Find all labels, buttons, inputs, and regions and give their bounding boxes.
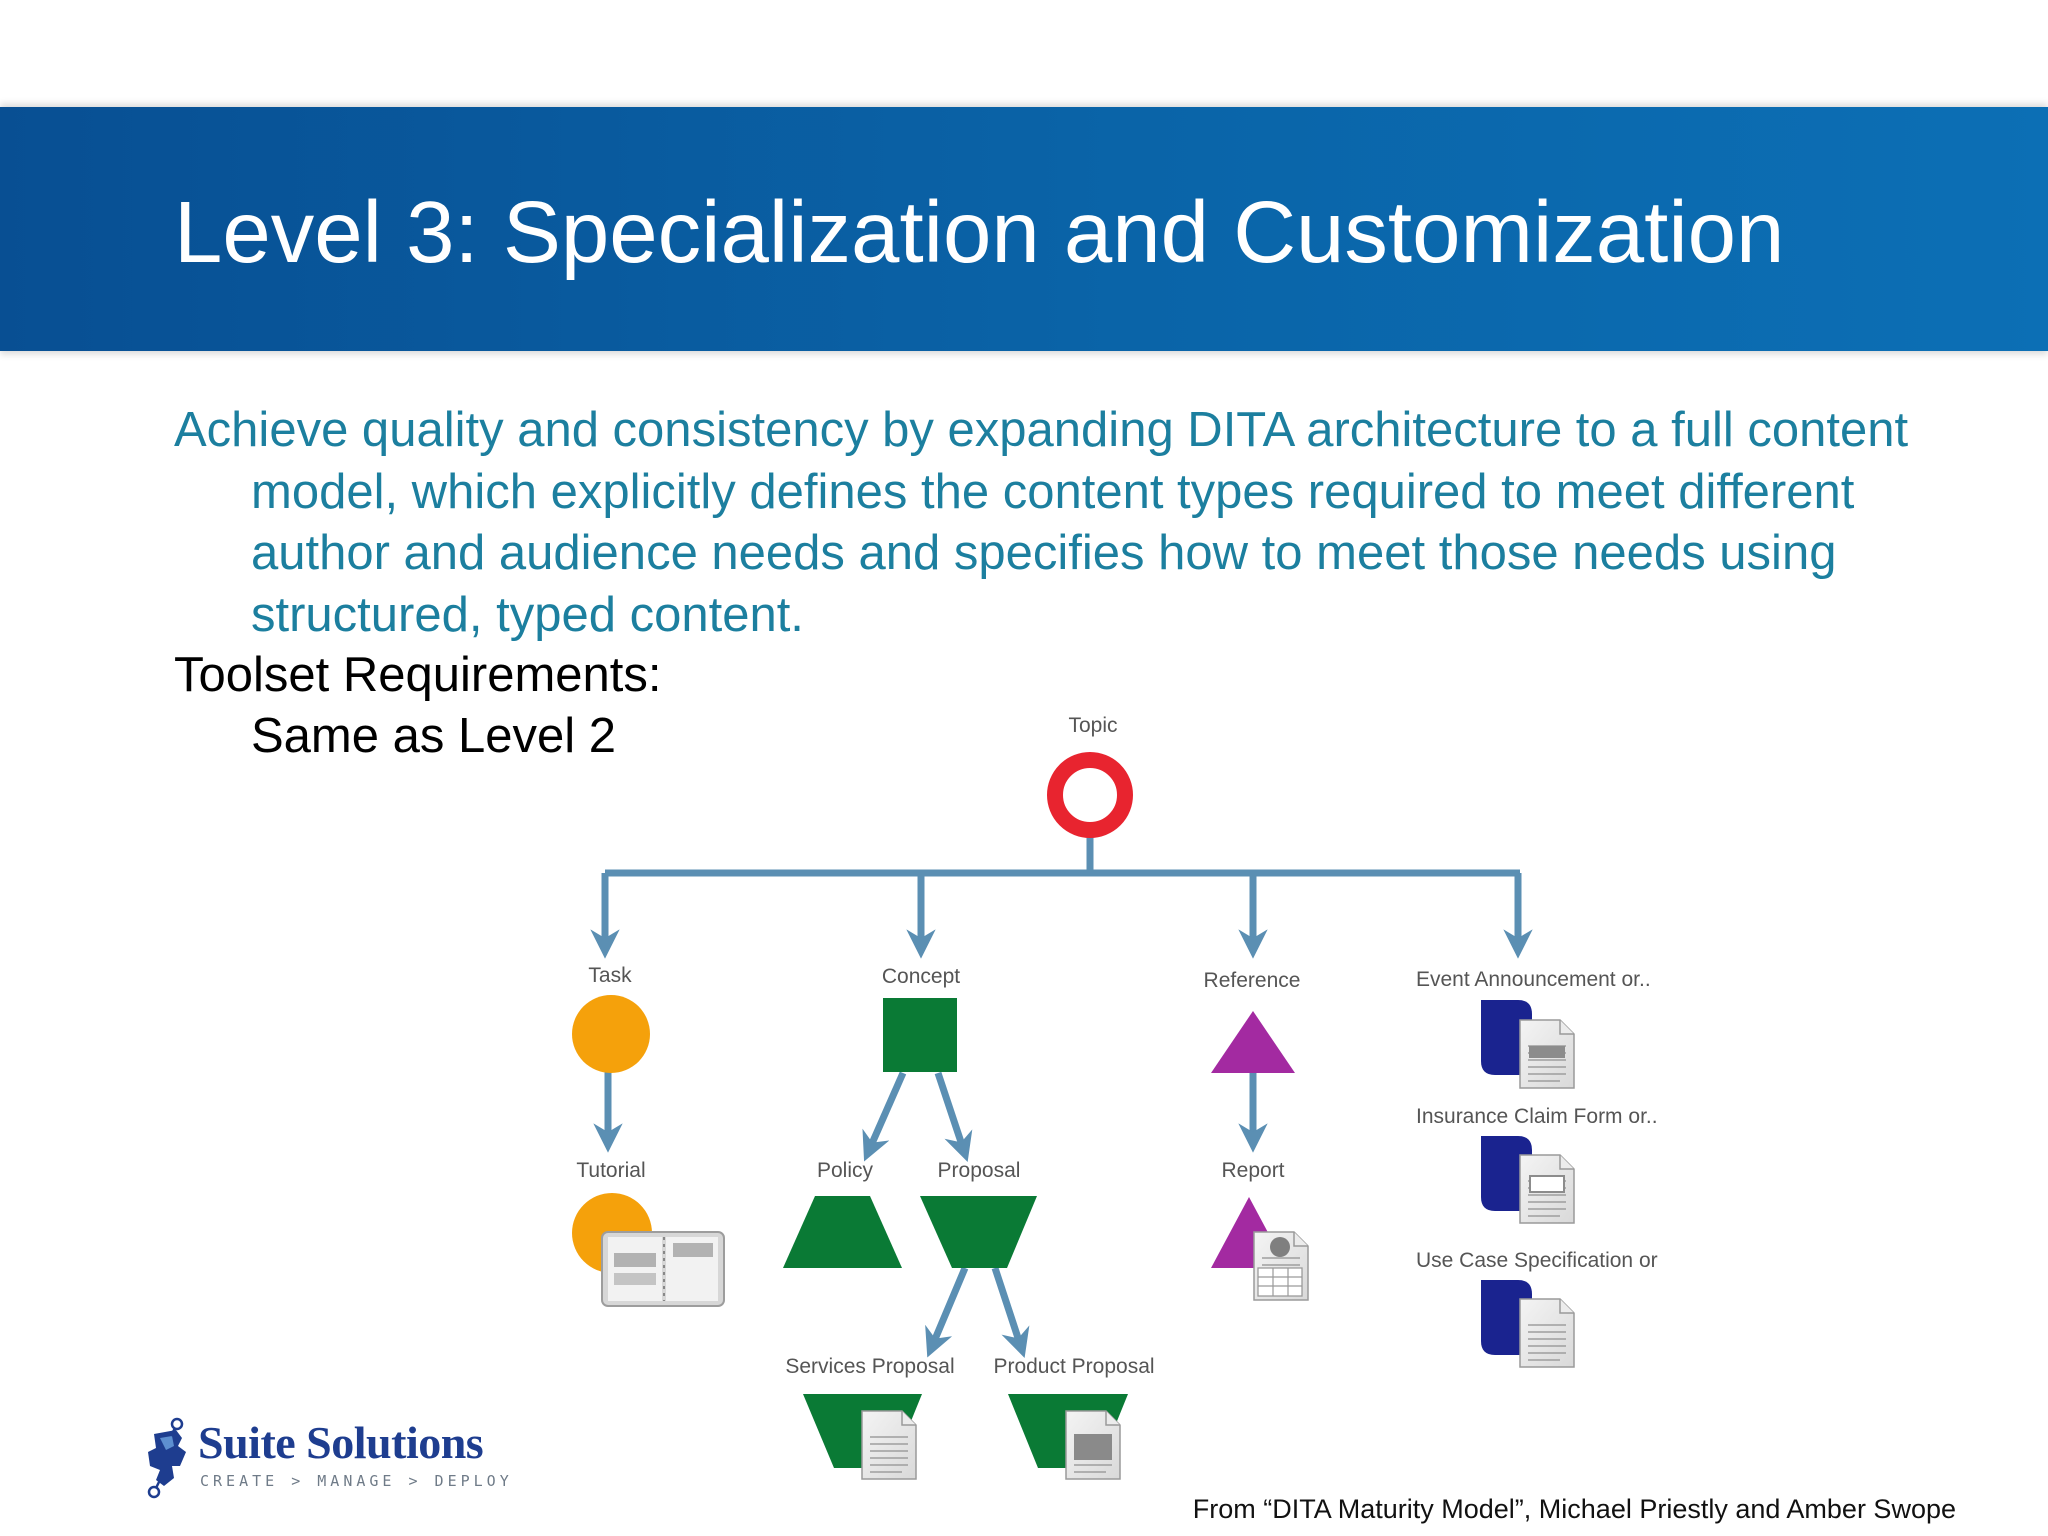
label-services-proposal: Services Proposal bbox=[785, 1355, 954, 1378]
services-proposal-icon bbox=[803, 1394, 922, 1480]
reference-triangle-icon bbox=[1211, 1011, 1295, 1073]
label-product-proposal: Product Proposal bbox=[993, 1355, 1154, 1378]
policy-trapezoid-icon bbox=[783, 1196, 902, 1268]
label-custom-1: Event Announcement or.. bbox=[1416, 968, 1651, 991]
title-bar bbox=[0, 107, 2048, 351]
label-custom-3: Use Case Specification or bbox=[1416, 1249, 1658, 1272]
puzzle-logo-icon bbox=[147, 1417, 186, 1499]
suite-solutions-logo: Suite Solutions CREATE > MANAGE > DEPLOY bbox=[146, 1412, 526, 1502]
toolset-value: Same as Level 2 bbox=[251, 709, 616, 763]
label-reference: Reference bbox=[1204, 969, 1301, 992]
label-policy: Policy bbox=[817, 1159, 874, 1182]
proposal-trapezoid-icon bbox=[920, 1196, 1037, 1268]
product-proposal-icon bbox=[1008, 1394, 1128, 1480]
custom-type-1-icon bbox=[1481, 1000, 1575, 1089]
connector-lines bbox=[590, 828, 1533, 1358]
custom-type-2-icon bbox=[1481, 1136, 1575, 1224]
topic-ring-icon bbox=[1047, 752, 1133, 838]
report-icon bbox=[1211, 1197, 1309, 1301]
label-report: Report bbox=[1221, 1159, 1284, 1182]
custom-type-3-icon bbox=[1481, 1280, 1575, 1368]
label-custom-2: Insurance Claim Form or.. bbox=[1416, 1105, 1658, 1128]
tutorial-icon bbox=[572, 1193, 725, 1307]
logo-name: Suite Solutions bbox=[198, 1417, 484, 1468]
label-task: Task bbox=[588, 964, 632, 987]
source-citation: From “DITA Maturity Model”, Michael Prie… bbox=[1192, 1494, 1956, 1524]
slide-title: Level 3: Specialization and Customizatio… bbox=[174, 184, 1785, 281]
task-circle-icon bbox=[572, 995, 650, 1073]
label-topic: Topic bbox=[1068, 714, 1117, 737]
body-paragraph: Achieve quality and consistency by expan… bbox=[174, 403, 1909, 642]
logo-tagline: CREATE > MANAGE > DEPLOY bbox=[200, 1472, 513, 1490]
label-tutorial: Tutorial bbox=[576, 1159, 645, 1182]
concept-square-icon bbox=[883, 998, 957, 1072]
label-concept: Concept bbox=[882, 965, 960, 988]
toolset-label: Toolset Requirements: bbox=[174, 648, 662, 702]
label-proposal: Proposal bbox=[938, 1159, 1021, 1182]
